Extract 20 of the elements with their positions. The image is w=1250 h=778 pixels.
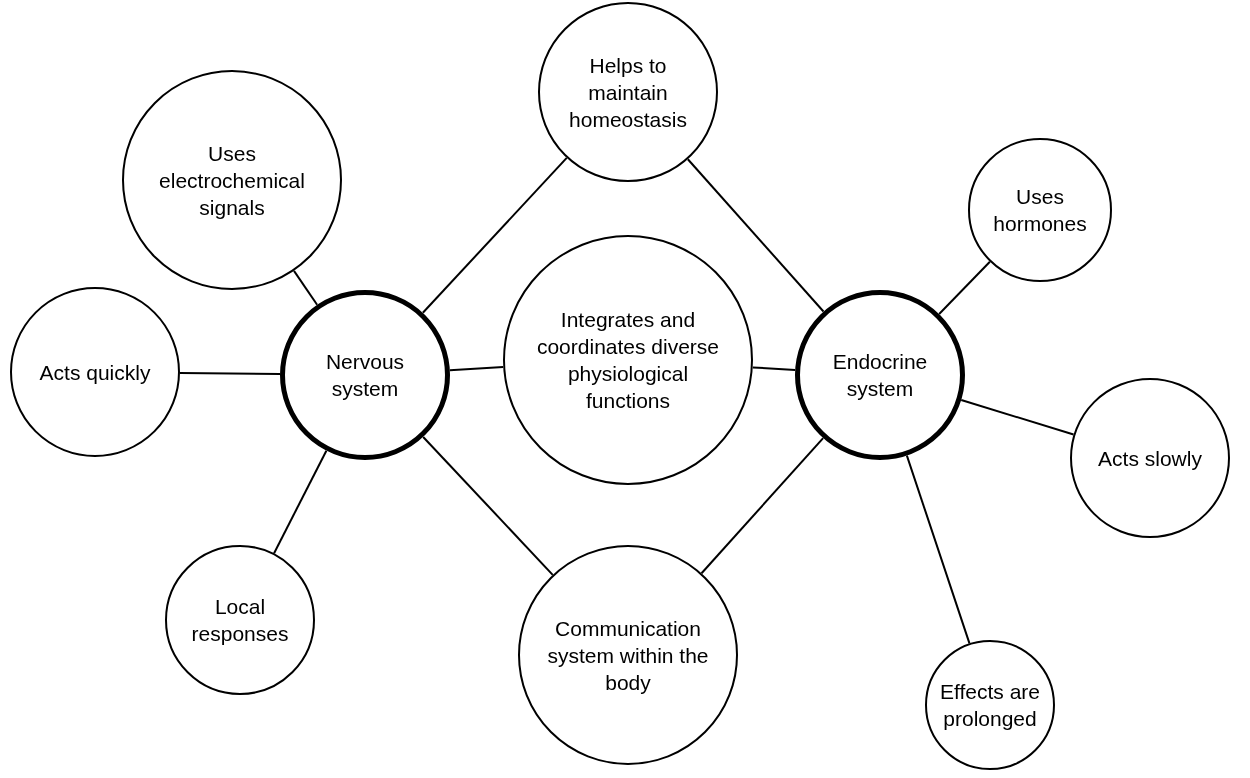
concept-text: Acts quickly [39, 359, 151, 386]
connector-line [448, 366, 505, 372]
concept-text: Communication system within the body [546, 615, 710, 696]
connector-line [179, 371, 281, 376]
concept-text: Helps to maintain homeostasis [568, 52, 688, 133]
connector-line [273, 449, 328, 555]
concept-text: Acts slowly [1098, 445, 1202, 472]
concept-text: Uses electrochemical signals [158, 140, 306, 221]
connector-line [938, 260, 991, 315]
connector-line [293, 269, 319, 306]
connector-line [422, 435, 554, 576]
concept-text: Integrates and coordinates diverse physiological functions [535, 307, 721, 414]
connector-line [686, 158, 825, 313]
concept-text: Local responses [190, 594, 290, 647]
connector-line [700, 437, 825, 575]
concept-text: Effects are prolonged [939, 679, 1041, 732]
concept-text: Endocrine system [831, 349, 929, 402]
concept-text: Uses hormones [992, 184, 1088, 237]
connector-line [421, 156, 568, 314]
concept-text: Nervous system [324, 349, 406, 402]
